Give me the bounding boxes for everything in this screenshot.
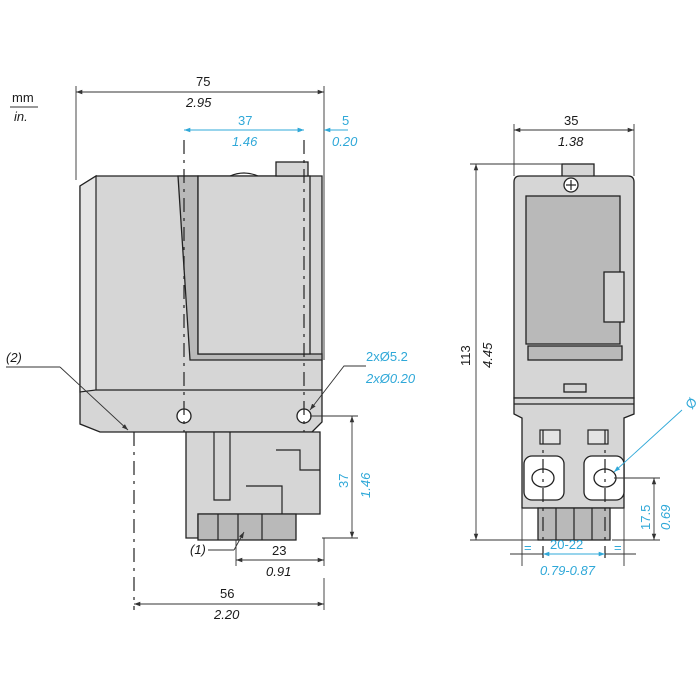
side-gland — [197, 513, 297, 541]
holes-callout-mm: 2xØ5.2 — [366, 349, 408, 364]
side-top-boss — [275, 161, 309, 177]
front-tab-left — [539, 429, 561, 445]
dim-hole-to-bottom-in: 1.46 — [358, 472, 373, 498]
dim-front-width-in: 1.38 — [558, 134, 584, 149]
front-view — [513, 163, 635, 558]
dim-hole-spacing-mm: 37 — [238, 113, 252, 128]
dim-front-height-in: 4.45 — [480, 342, 495, 368]
dim-base-offset-in: 0.91 — [266, 564, 291, 579]
dim-base-offset-mm: 23 — [272, 543, 286, 558]
dim-overall-width-in: 2.95 — [185, 95, 212, 110]
side-block-detail-1 — [213, 432, 231, 501]
dim-base-width-mm: 56 — [220, 586, 234, 601]
equal-right: = — [614, 540, 622, 555]
side-view — [79, 140, 323, 610]
dim-slot-spacing-mm: 20-22 — [550, 537, 583, 552]
front-tab-right — [587, 429, 609, 445]
callout-1-leader — [233, 531, 245, 551]
dim-overall-width-mm: 75 — [196, 74, 210, 89]
side-dimensions: 75 2.95 37 1.46 5 0.20 2xØ5.2 2xØ0.20 37… — [6, 74, 416, 622]
diameter-symbol: Ø — [682, 395, 700, 412]
front-latch — [603, 271, 625, 323]
units-legend: mm in. — [10, 90, 38, 124]
unit-inch-label: in. — [14, 109, 28, 124]
side-block-detail-2 — [276, 449, 320, 471]
dim-hole-edge-mm: 5 — [342, 113, 349, 128]
dim-slot-spacing-in: 0.79-0.87 — [540, 563, 596, 578]
dim-hole-edge-in: 0.20 — [332, 134, 358, 149]
dim-front-height-mm: 113 — [458, 345, 473, 366]
callout-2: (2) — [6, 350, 22, 365]
side-cover — [197, 175, 311, 355]
dim-hole-spacing-in: 1.46 — [232, 134, 258, 149]
front-small-cap — [563, 383, 587, 393]
unit-mm-label: mm — [12, 90, 34, 105]
holes-callout-in: 2xØ0.20 — [365, 371, 416, 386]
holes-leader — [309, 365, 366, 411]
dim-hole-to-bottom-mm: 37 — [336, 474, 351, 488]
dim-slot-height-in: 0.69 — [658, 505, 673, 530]
dim-front-width-mm: 35 — [564, 113, 578, 128]
callout-2-leader — [59, 366, 129, 431]
side-top-curve — [229, 172, 259, 177]
equal-left: = — [524, 540, 532, 555]
callout-1: (1) — [190, 542, 206, 557]
side-block-detail-3 — [246, 485, 283, 514]
diameter-leader — [613, 409, 683, 473]
front-lower-bar — [527, 345, 623, 361]
front-dimensions: 35 1.38 113 4.45 Ø 17.5 0.69 20-22 0.79-… — [458, 113, 700, 578]
side-front-face — [79, 174, 97, 393]
dim-base-width-in: 2.20 — [213, 607, 240, 622]
dim-slot-height-mm: 17.5 — [638, 505, 653, 530]
